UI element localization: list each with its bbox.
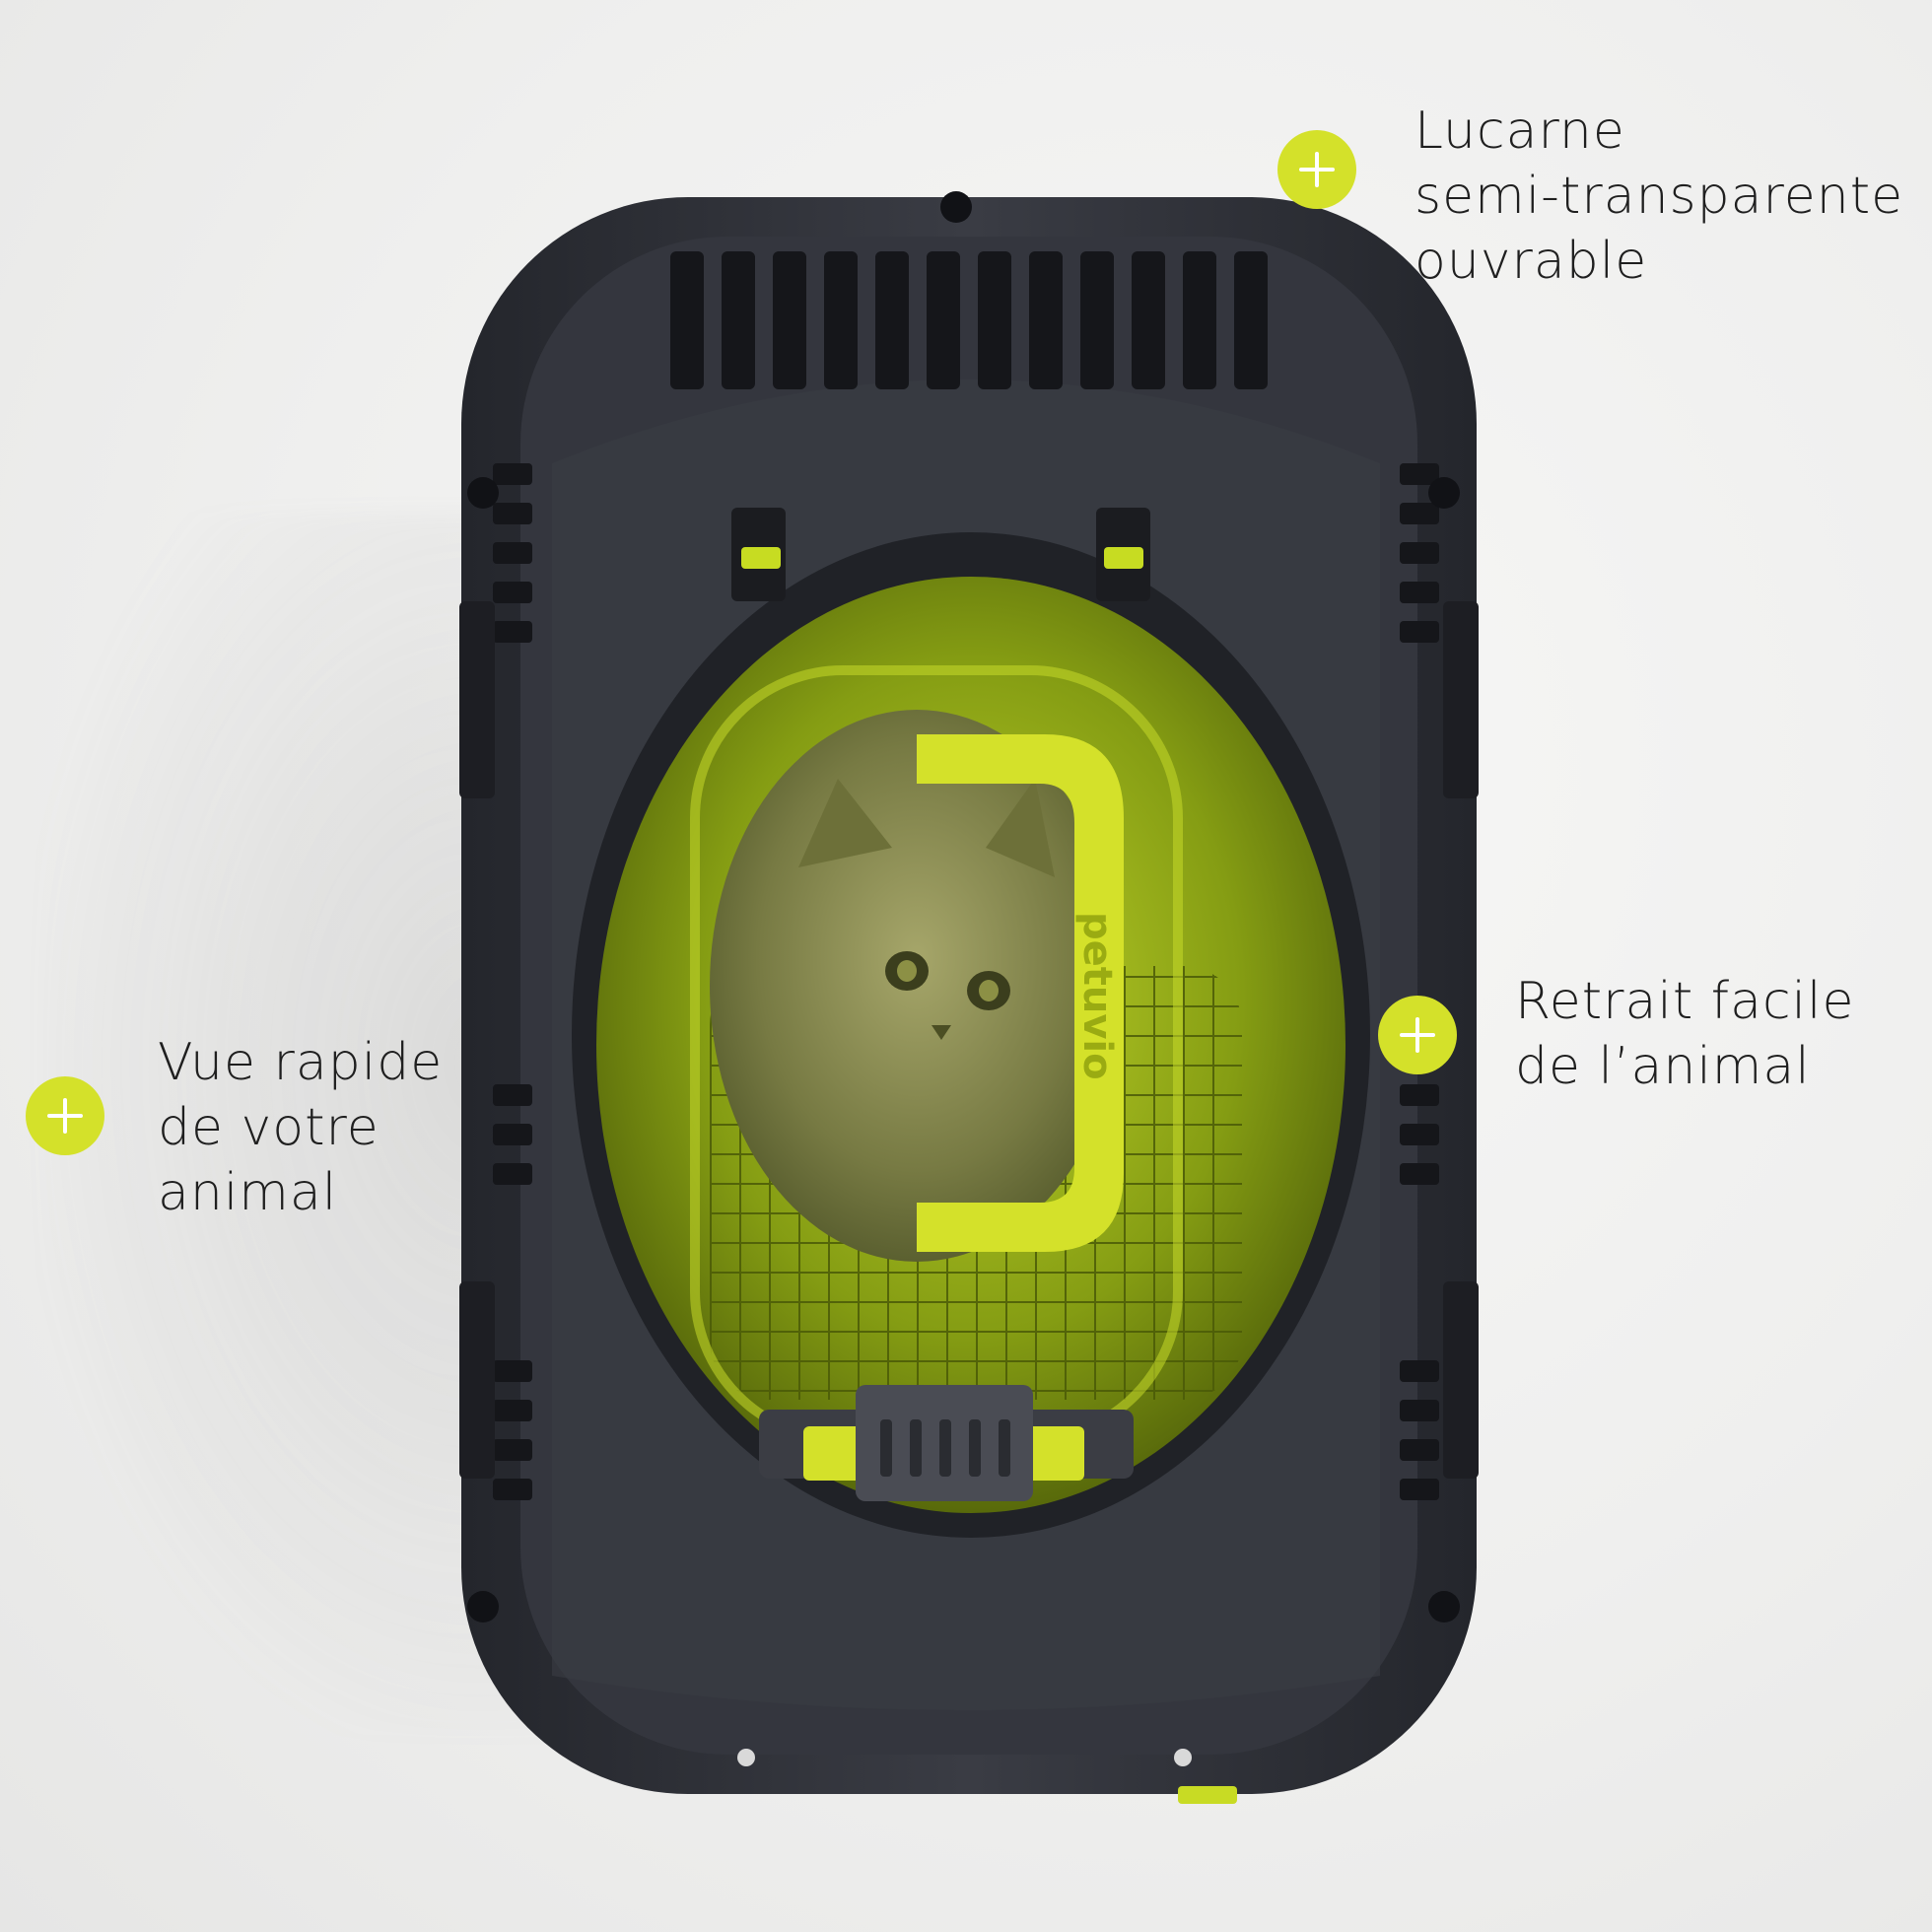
callout-removal-label: Retrait facile de l’animal: [1515, 972, 1855, 1096]
handle-brand-text: petuvio: [1074, 912, 1120, 1080]
bottom-rivets: [737, 1749, 1192, 1766]
plus-icon: [1277, 130, 1356, 209]
window-hinges: [731, 508, 1150, 601]
plus-icon: [26, 1076, 104, 1155]
bottom-latch-tab: [1178, 1786, 1237, 1804]
handle: [917, 734, 1124, 1252]
callout-skylight-label: Lucarne semi-transparente ouvrable: [1414, 102, 1904, 291]
callout-view-label: Vue rapide de votre animal: [158, 1033, 444, 1222]
plus-icon: [1378, 996, 1457, 1074]
side-vents-left: [493, 463, 532, 1500]
top-vents: [670, 251, 1268, 389]
side-clips: [459, 601, 1479, 1479]
cat-photo: [710, 710, 1124, 1262]
side-vents-right: [1400, 463, 1439, 1500]
screws: [467, 191, 1460, 1622]
